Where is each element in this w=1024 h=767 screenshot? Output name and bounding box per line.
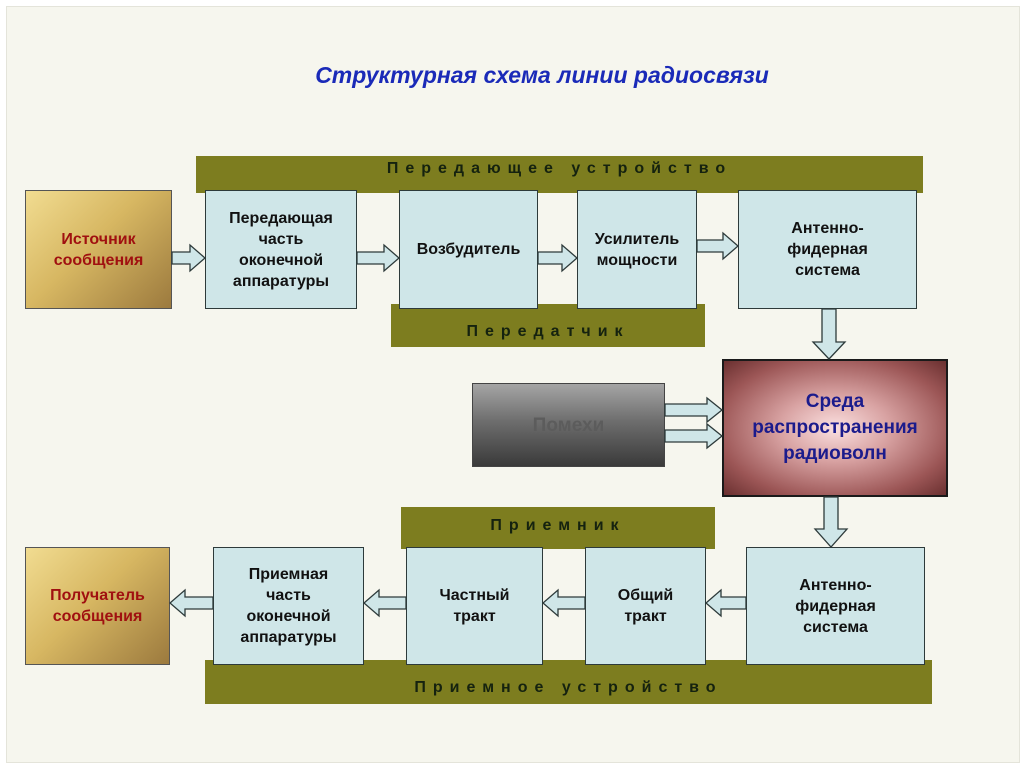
private-path-box: Частный тракт — [406, 547, 543, 665]
medium-box: Среда распространения радиоволн — [722, 359, 948, 497]
recipient-box: Получатель сообщения — [25, 547, 170, 665]
receive-antenna-box: Антенно- фидерная система — [746, 547, 925, 665]
noise-box: Помехи — [472, 383, 665, 467]
source-label: Источник сообщения — [53, 230, 144, 269]
arrow-noise-to-medium-upper — [664, 396, 724, 424]
band-transmitter-device: Передающее устройство — [196, 156, 923, 193]
source-box: Источник сообщения — [25, 190, 172, 309]
noise-label: Помехи — [532, 414, 605, 436]
arrow-antenna-to-medium — [811, 308, 847, 360]
receive-antenna-label: Антенно- фидерная система — [795, 576, 876, 636]
transmit-antenna-box: Антенно- фидерная система — [738, 190, 917, 309]
transmit-antenna-label: Антенно- фидерная система — [787, 220, 868, 279]
band-receiver: Приемник — [401, 507, 715, 549]
arrow-noise-to-medium-lower — [664, 422, 724, 450]
arrow-exciter-to-amplifier — [537, 243, 578, 273]
arrow-antenna-to-common — [705, 588, 747, 618]
amplifier-box: Усилитель мощности — [577, 190, 697, 309]
diagram-title: Структурная схема линии радиосвязи — [315, 62, 769, 88]
arrow-terminal-to-recipient — [169, 588, 214, 618]
private-path-label: Частный тракт — [439, 587, 510, 625]
arrow-private-to-terminal — [363, 588, 407, 618]
common-path-label: Общий тракт — [617, 587, 674, 625]
arrow-terminal-to-exciter — [356, 243, 400, 273]
arrow-common-to-private — [542, 588, 586, 618]
transmit-terminal-box: Передающая часть оконечной аппаратуры — [205, 190, 357, 309]
band-transmitter: Передатчик — [391, 304, 705, 347]
exciter-box: Возбудитель — [399, 190, 538, 309]
arrow-amplifier-to-antenna — [696, 231, 739, 261]
medium-label: Среда распространения радиоволн — [752, 391, 918, 464]
band-receiver-device: Приемное устройство — [205, 660, 932, 704]
arrow-source-to-terminal — [171, 243, 206, 273]
arrow-medium-to-antenna — [813, 496, 849, 548]
transmit-terminal-label: Передающая часть оконечной аппаратуры — [229, 209, 333, 290]
recipient-label: Получатель сообщения — [50, 587, 145, 625]
exciter-label: Возбудитель — [416, 241, 521, 258]
receive-terminal-label: Приемная часть оконечной аппаратуры — [240, 566, 337, 646]
amplifier-label: Усилитель мощности — [594, 230, 680, 269]
common-path-box: Общий тракт — [585, 547, 706, 665]
